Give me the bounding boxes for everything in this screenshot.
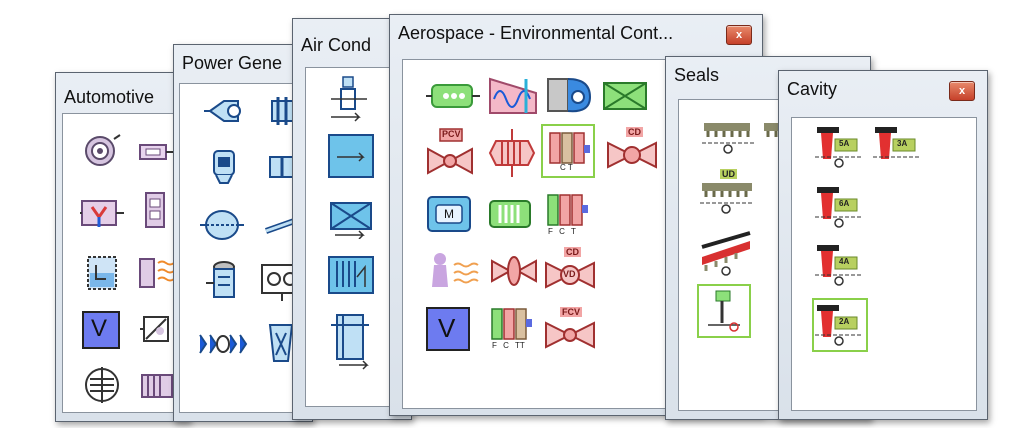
gearbox-icon[interactable] — [138, 309, 178, 351]
pump-icon[interactable] — [138, 365, 178, 405]
automotive-window-title: Automotive — [64, 87, 155, 107]
damper-box-icon[interactable] — [329, 199, 375, 239]
turbine-icon[interactable] — [204, 93, 250, 129]
cavity-2a-icon[interactable]: 2A — [812, 298, 868, 352]
angled-seal-icon[interactable] — [700, 231, 760, 277]
flow-valve-icon[interactable]: CD — [604, 127, 660, 173]
spring-icon[interactable] — [84, 365, 122, 405]
automotive-palette-window[interactable]: Automotive V — [55, 72, 190, 422]
aerospace-close-button[interactable]: x — [726, 25, 752, 45]
duct-icon[interactable] — [266, 321, 296, 365]
power-window-title: Power Gene — [182, 53, 283, 73]
cavity-palette-window[interactable]: Cavity x 5A 3A 6A 4A 2A — [778, 70, 988, 420]
heater-icon[interactable] — [136, 253, 180, 293]
sensor-icon[interactable] — [138, 189, 174, 231]
cooler-icon[interactable] — [327, 253, 375, 299]
ct-heat-exchanger-icon[interactable]: C T — [541, 124, 595, 178]
pressure-valve-icon[interactable]: PCV — [424, 127, 480, 181]
close-icon: x — [735, 29, 743, 41]
connector-icon[interactable] — [136, 135, 176, 169]
seals-window-title: Seals — [674, 65, 720, 85]
cavity-3a-icon[interactable]: 3A — [873, 125, 925, 171]
vd-valve-icon[interactable]: CD VD — [542, 247, 598, 293]
cavity-5a-icon[interactable]: 5A — [815, 125, 867, 171]
heat-exchanger-icon[interactable] — [602, 81, 652, 115]
v-block-icon[interactable]: V — [426, 307, 470, 351]
fan-icon[interactable] — [82, 133, 122, 169]
box-icon[interactable] — [327, 131, 375, 187]
turbocharger-icon[interactable] — [542, 71, 594, 119]
brush-seal-icon[interactable] — [697, 284, 751, 338]
v-block-icon[interactable]: V — [82, 311, 120, 349]
tank-icon[interactable] — [82, 251, 122, 295]
power-generation-palette-window[interactable]: Power Gene — [173, 44, 313, 422]
cavity-close-button[interactable]: x — [949, 81, 975, 101]
air-conditioning-palette-window[interactable]: Air Cond — [292, 18, 412, 420]
fct-heat-exchanger-icon[interactable]: F C T — [544, 191, 588, 236]
cavity-window-title: Cavity — [787, 79, 838, 99]
motor-icon[interactable]: M — [426, 195, 474, 235]
labyrinth-seal-icon[interactable] — [702, 117, 762, 157]
aerospace-window-title: Aerospace - Environmental Cont... — [398, 23, 674, 43]
heat-pump-icon[interactable] — [204, 259, 244, 305]
close-icon: x — [958, 85, 966, 97]
mixer-icon[interactable] — [486, 127, 538, 179]
valve-block-icon[interactable] — [80, 193, 124, 233]
fcv-valve-icon[interactable]: FCV — [542, 305, 598, 351]
cavity-6a-icon[interactable]: 6A — [815, 185, 867, 231]
nozzle-icon[interactable] — [488, 253, 540, 289]
cavity-4a-icon[interactable]: 4A — [815, 243, 867, 289]
fctt-heat-exchanger-icon[interactable]: F C TT — [488, 305, 532, 350]
radiator-icon[interactable] — [488, 197, 536, 233]
labyrinth-seal-partial-icon[interactable] — [762, 117, 788, 147]
bellows-icon[interactable] — [196, 329, 252, 359]
wave-icon[interactable] — [486, 73, 540, 119]
gauge-icon[interactable] — [200, 205, 244, 245]
ud-seal-icon[interactable]: UD — [700, 169, 760, 217]
ejector-icon[interactable] — [426, 79, 482, 115]
pipe-bend-icon[interactable] — [329, 311, 379, 371]
person-icon[interactable] — [428, 251, 480, 291]
cyclone-icon[interactable] — [206, 145, 242, 187]
damper-icon[interactable] — [329, 75, 369, 123]
air-window-title: Air Cond — [301, 35, 372, 55]
